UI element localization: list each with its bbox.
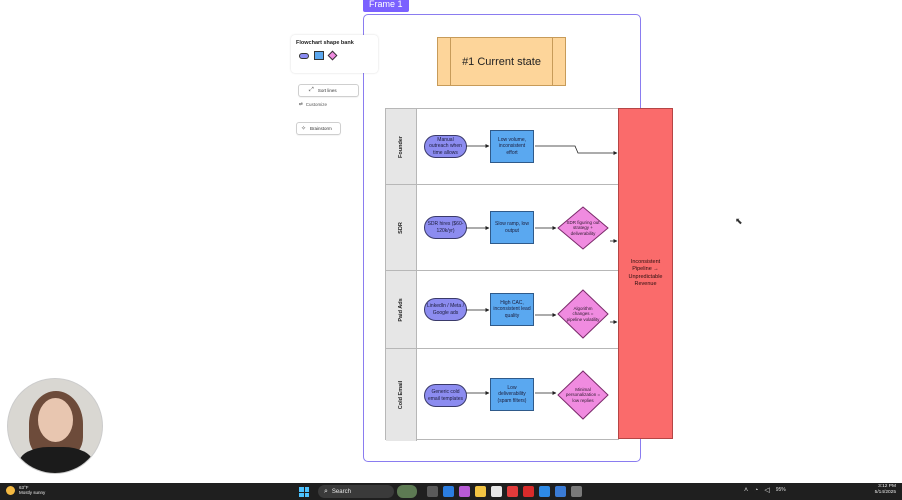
search-label: Search xyxy=(331,488,351,495)
notepad-icon[interactable] xyxy=(491,486,502,497)
title-card-text: #1 Current state xyxy=(462,55,541,68)
founder-start-node[interactable]: Manual outreach when time allows xyxy=(424,135,467,158)
app-blue-icon[interactable] xyxy=(539,486,550,497)
windows-taskbar: 63°F Mostly sunny ⌕ Search ˄ ◔ ◁ 95% 3:1… xyxy=(0,483,902,500)
clock-time: 3:12 PM xyxy=(878,484,896,489)
webcam-overlay xyxy=(7,378,103,474)
edge-icon[interactable] xyxy=(443,486,454,497)
brainstorm-button[interactable]: ✧ Brainstorm xyxy=(296,122,341,135)
lane-header: Cold Email xyxy=(386,349,417,441)
sdr-start-node[interactable]: SDR hires ($60-120k/yr) xyxy=(424,216,467,239)
lane-founder[interactable]: Founder Manual outreach when time allows… xyxy=(386,109,618,185)
swimlane-diagram[interactable]: Founder Manual outreach when time allows… xyxy=(385,108,619,441)
file-explorer-icon[interactable] xyxy=(475,486,486,497)
customize-icon: ⇄ xyxy=(299,101,303,106)
clock-date: 5/14/2025 xyxy=(874,489,896,495)
weather-widget[interactable]: 63°F Mostly sunny xyxy=(6,485,45,496)
weather-temp: 63°F xyxy=(19,485,29,490)
lane-sdr[interactable]: SDR SDR hires ($60-120k/yr) Slow ramp, l… xyxy=(386,185,618,271)
title-card-right-bar xyxy=(552,38,553,85)
paid-ads-start-node[interactable]: LinkedIn / Meta / Google ads xyxy=(424,298,467,321)
lane-header: SDR xyxy=(386,185,417,270)
taskbar-apps xyxy=(427,486,582,497)
webcam-body xyxy=(19,447,93,473)
shape-bank-title: Flowchart shape bank xyxy=(296,40,354,46)
weather-sun-icon xyxy=(6,485,15,495)
copilot-icon[interactable] xyxy=(459,486,470,497)
task-view-icon[interactable] xyxy=(427,486,438,497)
cursor-icon: ⬉ xyxy=(735,216,743,226)
whiteboard-canvas[interactable]: Frame 1 Flowchart shape bank ⤢ Sort line… xyxy=(0,0,902,483)
shape-bank-diamond[interactable] xyxy=(327,50,338,61)
outcome-box[interactable]: Inconsistent Pipeline → Unpredictable Re… xyxy=(618,108,673,439)
cold-email-process-node[interactable]: Low deliverability (spam filters) xyxy=(490,378,534,411)
sort-lines-button[interactable]: ⤢ Sort lines xyxy=(298,84,359,97)
lane-cold-email[interactable]: Cold Email Generic cold email templates … xyxy=(386,349,618,441)
cold-email-start-node[interactable]: Generic cold email templates xyxy=(424,384,467,407)
chevron-up-icon[interactable]: ˄ xyxy=(744,486,749,494)
search-icon: ⌕ xyxy=(324,487,328,495)
lane-header: Paid Ads xyxy=(386,271,417,348)
windows-logo-icon[interactable] xyxy=(299,487,309,497)
frame-label[interactable]: Frame 1 xyxy=(363,0,409,12)
customize-label: Customize xyxy=(305,101,328,107)
lane-paid-ads[interactable]: Paid Ads LinkedIn / Meta / Google ads Hi… xyxy=(386,271,618,349)
taskbar-search[interactable]: ⌕ Search xyxy=(318,485,394,498)
title-card-left-bar xyxy=(450,38,451,85)
sort-lines-label: Sort lines xyxy=(317,88,337,93)
sort-lines-icon: ⤢ xyxy=(309,87,314,93)
app-l-icon[interactable] xyxy=(523,486,534,497)
paid-ads-process-node[interactable]: High CAC, inconsistent lead quality xyxy=(490,293,534,326)
brainstorm-icon: ✧ xyxy=(301,126,307,132)
sdr-decision-node[interactable]: SDR figuring out strategy + deliverabili… xyxy=(557,206,609,250)
weather-desc: Mostly sunny xyxy=(19,490,46,496)
founder-process-node[interactable]: Low volume, inconsistent effort xyxy=(490,130,534,163)
system-tray: ˄ ◔ ◁ 95% xyxy=(744,486,786,495)
wifi-icon[interactable]: ◔ xyxy=(754,486,759,494)
webcam-face xyxy=(38,398,73,442)
volume-icon[interactable]: ◁ xyxy=(764,487,770,494)
customize-button[interactable]: ⇄ Customize xyxy=(299,101,327,107)
app-red-icon[interactable] xyxy=(507,486,518,497)
shape-bank-oval[interactable] xyxy=(299,53,309,59)
shape-bank-panel: Flowchart shape bank xyxy=(291,35,378,73)
shape-bank-rectangle[interactable] xyxy=(314,51,324,60)
battery-level[interactable]: 95% xyxy=(775,487,786,493)
lane-header: Founder xyxy=(386,109,417,184)
paid-ads-decision-node[interactable]: Algorithm changes = pipeline volatility xyxy=(557,289,609,339)
taskbar-clock[interactable]: 3:12 PM 5/14/2025 xyxy=(860,484,896,496)
cold-email-decision-node[interactable]: Minimal personalization = low replies xyxy=(557,370,609,420)
search-highlight-image xyxy=(397,485,417,498)
brainstorm-label: Brainstorm xyxy=(310,126,332,131)
sdr-process-node[interactable]: Slow ramp, low output xyxy=(490,211,534,244)
current-state-title-card[interactable]: #1 Current state xyxy=(437,37,566,86)
app-blue-2-icon[interactable] xyxy=(555,486,566,497)
app-gray-icon[interactable] xyxy=(571,486,582,497)
